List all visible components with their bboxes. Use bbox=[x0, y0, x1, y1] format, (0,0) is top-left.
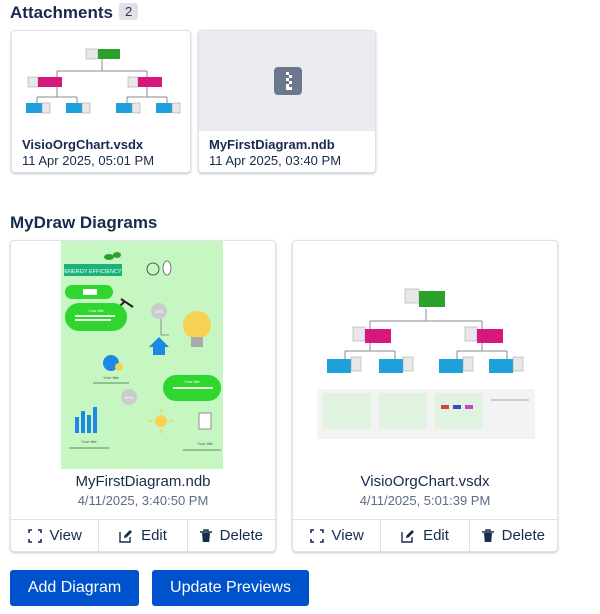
expand-icon bbox=[27, 528, 42, 543]
svg-text:Your title: Your title bbox=[81, 439, 97, 444]
zip-file-icon bbox=[274, 67, 302, 95]
view-button[interactable]: View bbox=[11, 520, 100, 551]
diagram-name: VisioOrgChart.vsdx bbox=[360, 473, 490, 490]
infographic-preview: ENERGY EFFICIENCY Your title 40% Your ti… bbox=[61, 241, 223, 469]
svg-text:Your title: Your title bbox=[197, 441, 213, 446]
attachment-thumbnail bbox=[199, 31, 375, 131]
attachment-thumbnail bbox=[12, 31, 190, 131]
attachment-date: 11 Apr 2025, 03:40 PM bbox=[209, 153, 342, 168]
attachment-name: MyFirstDiagram.ndb bbox=[209, 137, 335, 152]
diagram-actions: View Edit Delete bbox=[293, 519, 557, 551]
delete-button[interactable]: Delete bbox=[188, 520, 275, 551]
svg-text:Your title: Your title bbox=[184, 379, 200, 384]
edit-label: Edit bbox=[141, 527, 167, 544]
diagram-card-myfirstdiagram: ENERGY EFFICIENCY Your title 40% Your ti… bbox=[10, 240, 276, 552]
svg-text:Your title: Your title bbox=[88, 308, 104, 313]
update-previews-button[interactable]: Update Previews bbox=[152, 570, 309, 606]
edit-icon bbox=[401, 529, 415, 543]
attachment-name: VisioOrgChart.vsdx bbox=[22, 137, 144, 152]
attachments-heading: Attachments 2 bbox=[10, 3, 139, 23]
svg-text:40%: 40% bbox=[155, 309, 163, 314]
org-chart-thumbnail bbox=[26, 48, 181, 114]
infographic-banner: ENERGY EFFICIENCY bbox=[64, 269, 122, 275]
edit-icon bbox=[119, 529, 133, 543]
edit-button[interactable]: Edit bbox=[99, 520, 188, 551]
mydraw-diagrams-heading: MyDraw Diagrams bbox=[10, 213, 158, 232]
diagram-date: 4/11/2025, 3:40:50 PM bbox=[77, 493, 209, 508]
attachment-date: 11 Apr 2025, 05:01 PM bbox=[22, 153, 155, 168]
trash-icon bbox=[481, 528, 494, 542]
trash-icon bbox=[199, 528, 212, 542]
attachments-count-badge: 2 bbox=[118, 3, 139, 20]
diagram-card-visioorgchart: VisioOrgChart.vsdx 4/11/2025, 5:01:39 PM… bbox=[292, 240, 558, 552]
add-diagram-button[interactable]: Add Diagram bbox=[10, 570, 139, 606]
attachment-card-ndb[interactable]: MyFirstDiagram.ndb 11 Apr 2025, 03:40 PM bbox=[198, 30, 376, 173]
diagram-actions: View Edit Delete bbox=[11, 519, 275, 551]
delete-button[interactable]: Delete bbox=[470, 520, 557, 551]
view-label: View bbox=[49, 527, 82, 544]
delete-label: Delete bbox=[219, 527, 263, 544]
edit-button[interactable]: Edit bbox=[381, 520, 470, 551]
attachment-card-visio[interactable]: VisioOrgChart.vsdx 11 Apr 2025, 05:01 PM bbox=[11, 30, 191, 173]
expand-icon bbox=[309, 528, 324, 543]
svg-text:60%: 60% bbox=[125, 395, 133, 400]
delete-label: Delete bbox=[501, 527, 545, 544]
svg-text:Your title: Your title bbox=[103, 375, 119, 380]
view-label: View bbox=[331, 527, 364, 544]
diagram-name: MyFirstDiagram.ndb bbox=[75, 473, 211, 490]
org-chart-preview bbox=[317, 288, 535, 439]
attachments-title: Attachments bbox=[10, 3, 113, 22]
view-button[interactable]: View bbox=[293, 520, 382, 551]
edit-label: Edit bbox=[423, 527, 449, 544]
diagram-date: 4/11/2025, 5:01:39 PM bbox=[359, 493, 491, 508]
